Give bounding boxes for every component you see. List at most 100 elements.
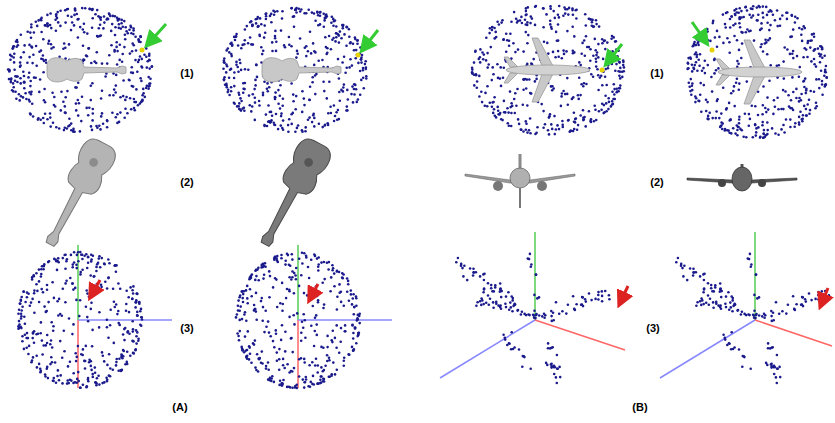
cloud-point	[85, 305, 88, 308]
cloud-point	[309, 85, 312, 88]
cloud-point	[131, 289, 134, 292]
cloud-point	[593, 104, 596, 107]
cloud-point	[282, 129, 285, 132]
cloud-point	[97, 35, 100, 38]
cloud-point	[135, 292, 138, 295]
cloud-point	[123, 20, 126, 23]
cloud-point	[566, 93, 569, 96]
cloud-point	[8, 69, 11, 72]
cloud-point	[44, 113, 47, 116]
cloud-point	[64, 111, 67, 114]
cloud-point	[140, 101, 143, 104]
cloud-point	[62, 257, 65, 260]
cloud-point	[736, 60, 739, 63]
cloud-point	[576, 128, 579, 131]
cloud-point	[529, 92, 532, 95]
cloud-point	[132, 340, 135, 343]
cloud-point	[813, 63, 816, 66]
cloud-point	[128, 79, 131, 82]
cloud-point	[294, 8, 297, 11]
picked-point	[710, 48, 715, 53]
cloud-point	[24, 333, 27, 336]
cloud-point	[12, 82, 15, 85]
cloud-point	[333, 120, 336, 123]
cloud-point	[525, 13, 528, 16]
cloud-point	[20, 33, 23, 36]
cloud-point	[583, 82, 586, 85]
cloud-point	[769, 9, 772, 12]
cloud-point	[122, 333, 125, 336]
cloud-point	[584, 55, 587, 58]
cloud-point	[491, 105, 494, 108]
cloud-point	[75, 299, 78, 302]
cloud-point	[713, 59, 716, 62]
cloud-point	[805, 89, 808, 92]
cloud-point	[318, 123, 321, 126]
cloud-point	[479, 48, 482, 51]
cloud-point	[271, 50, 274, 53]
cloud-point	[100, 286, 103, 289]
cloud-point	[33, 311, 36, 314]
cloud-point	[251, 105, 254, 108]
cloud-point	[124, 26, 127, 29]
cloud-point	[761, 12, 764, 15]
cloud-point	[273, 13, 276, 16]
cloud-point	[305, 55, 308, 58]
cloud-point	[601, 84, 604, 87]
cloud-point	[602, 112, 605, 115]
cloud-point	[598, 110, 601, 113]
cloud-point	[53, 377, 56, 380]
cloud-point	[340, 89, 343, 92]
cloud-point	[18, 320, 21, 323]
cloud-point	[698, 64, 701, 67]
cloud-point	[695, 97, 698, 100]
cloud-point	[96, 9, 99, 12]
cloud-point	[9, 54, 12, 57]
cloud-point	[22, 291, 25, 294]
cloud-point	[697, 100, 700, 103]
cloud-point	[131, 85, 134, 88]
cloud-point	[290, 7, 293, 10]
cloud-point	[131, 298, 134, 301]
cloud-point	[777, 133, 780, 136]
cloud-point	[825, 76, 828, 79]
cloud-point	[493, 108, 496, 111]
cloud-point	[550, 27, 553, 30]
cloud-point	[343, 83, 346, 86]
cloud-point	[63, 329, 66, 332]
cloud-point	[239, 97, 242, 100]
cloud-point	[313, 64, 316, 67]
cloud-point	[573, 121, 576, 124]
cloud-point	[96, 35, 99, 38]
cloud-point	[49, 112, 52, 115]
cloud-point	[794, 21, 797, 24]
cloud-point	[91, 129, 94, 132]
cloud-point	[476, 80, 479, 83]
cloud-point	[491, 79, 494, 82]
cloud-point	[45, 310, 48, 313]
cloud-point	[618, 75, 621, 78]
cloud-point	[85, 289, 88, 292]
cloud-point	[237, 44, 240, 47]
cloud-point	[98, 125, 101, 128]
cloud-point	[101, 257, 104, 260]
cloud-point	[322, 12, 325, 15]
cloud-point	[618, 87, 621, 90]
cloud-point	[120, 27, 123, 30]
cloud-point	[283, 44, 286, 47]
cloud-point	[489, 27, 492, 30]
cloud-point	[592, 55, 595, 58]
cloud-point	[45, 344, 48, 347]
cloud-point	[29, 31, 32, 34]
cloud-point	[243, 106, 246, 109]
cloud-point	[29, 113, 32, 116]
cloud-point	[25, 98, 28, 101]
cloud-point	[115, 84, 118, 87]
cloud-point	[293, 26, 296, 29]
cloud-point	[782, 60, 785, 63]
cloud-point	[756, 19, 759, 22]
cloud-point	[141, 58, 144, 61]
cloud-point	[803, 47, 806, 50]
cloud-point	[613, 93, 616, 96]
cloud-point	[729, 119, 732, 122]
